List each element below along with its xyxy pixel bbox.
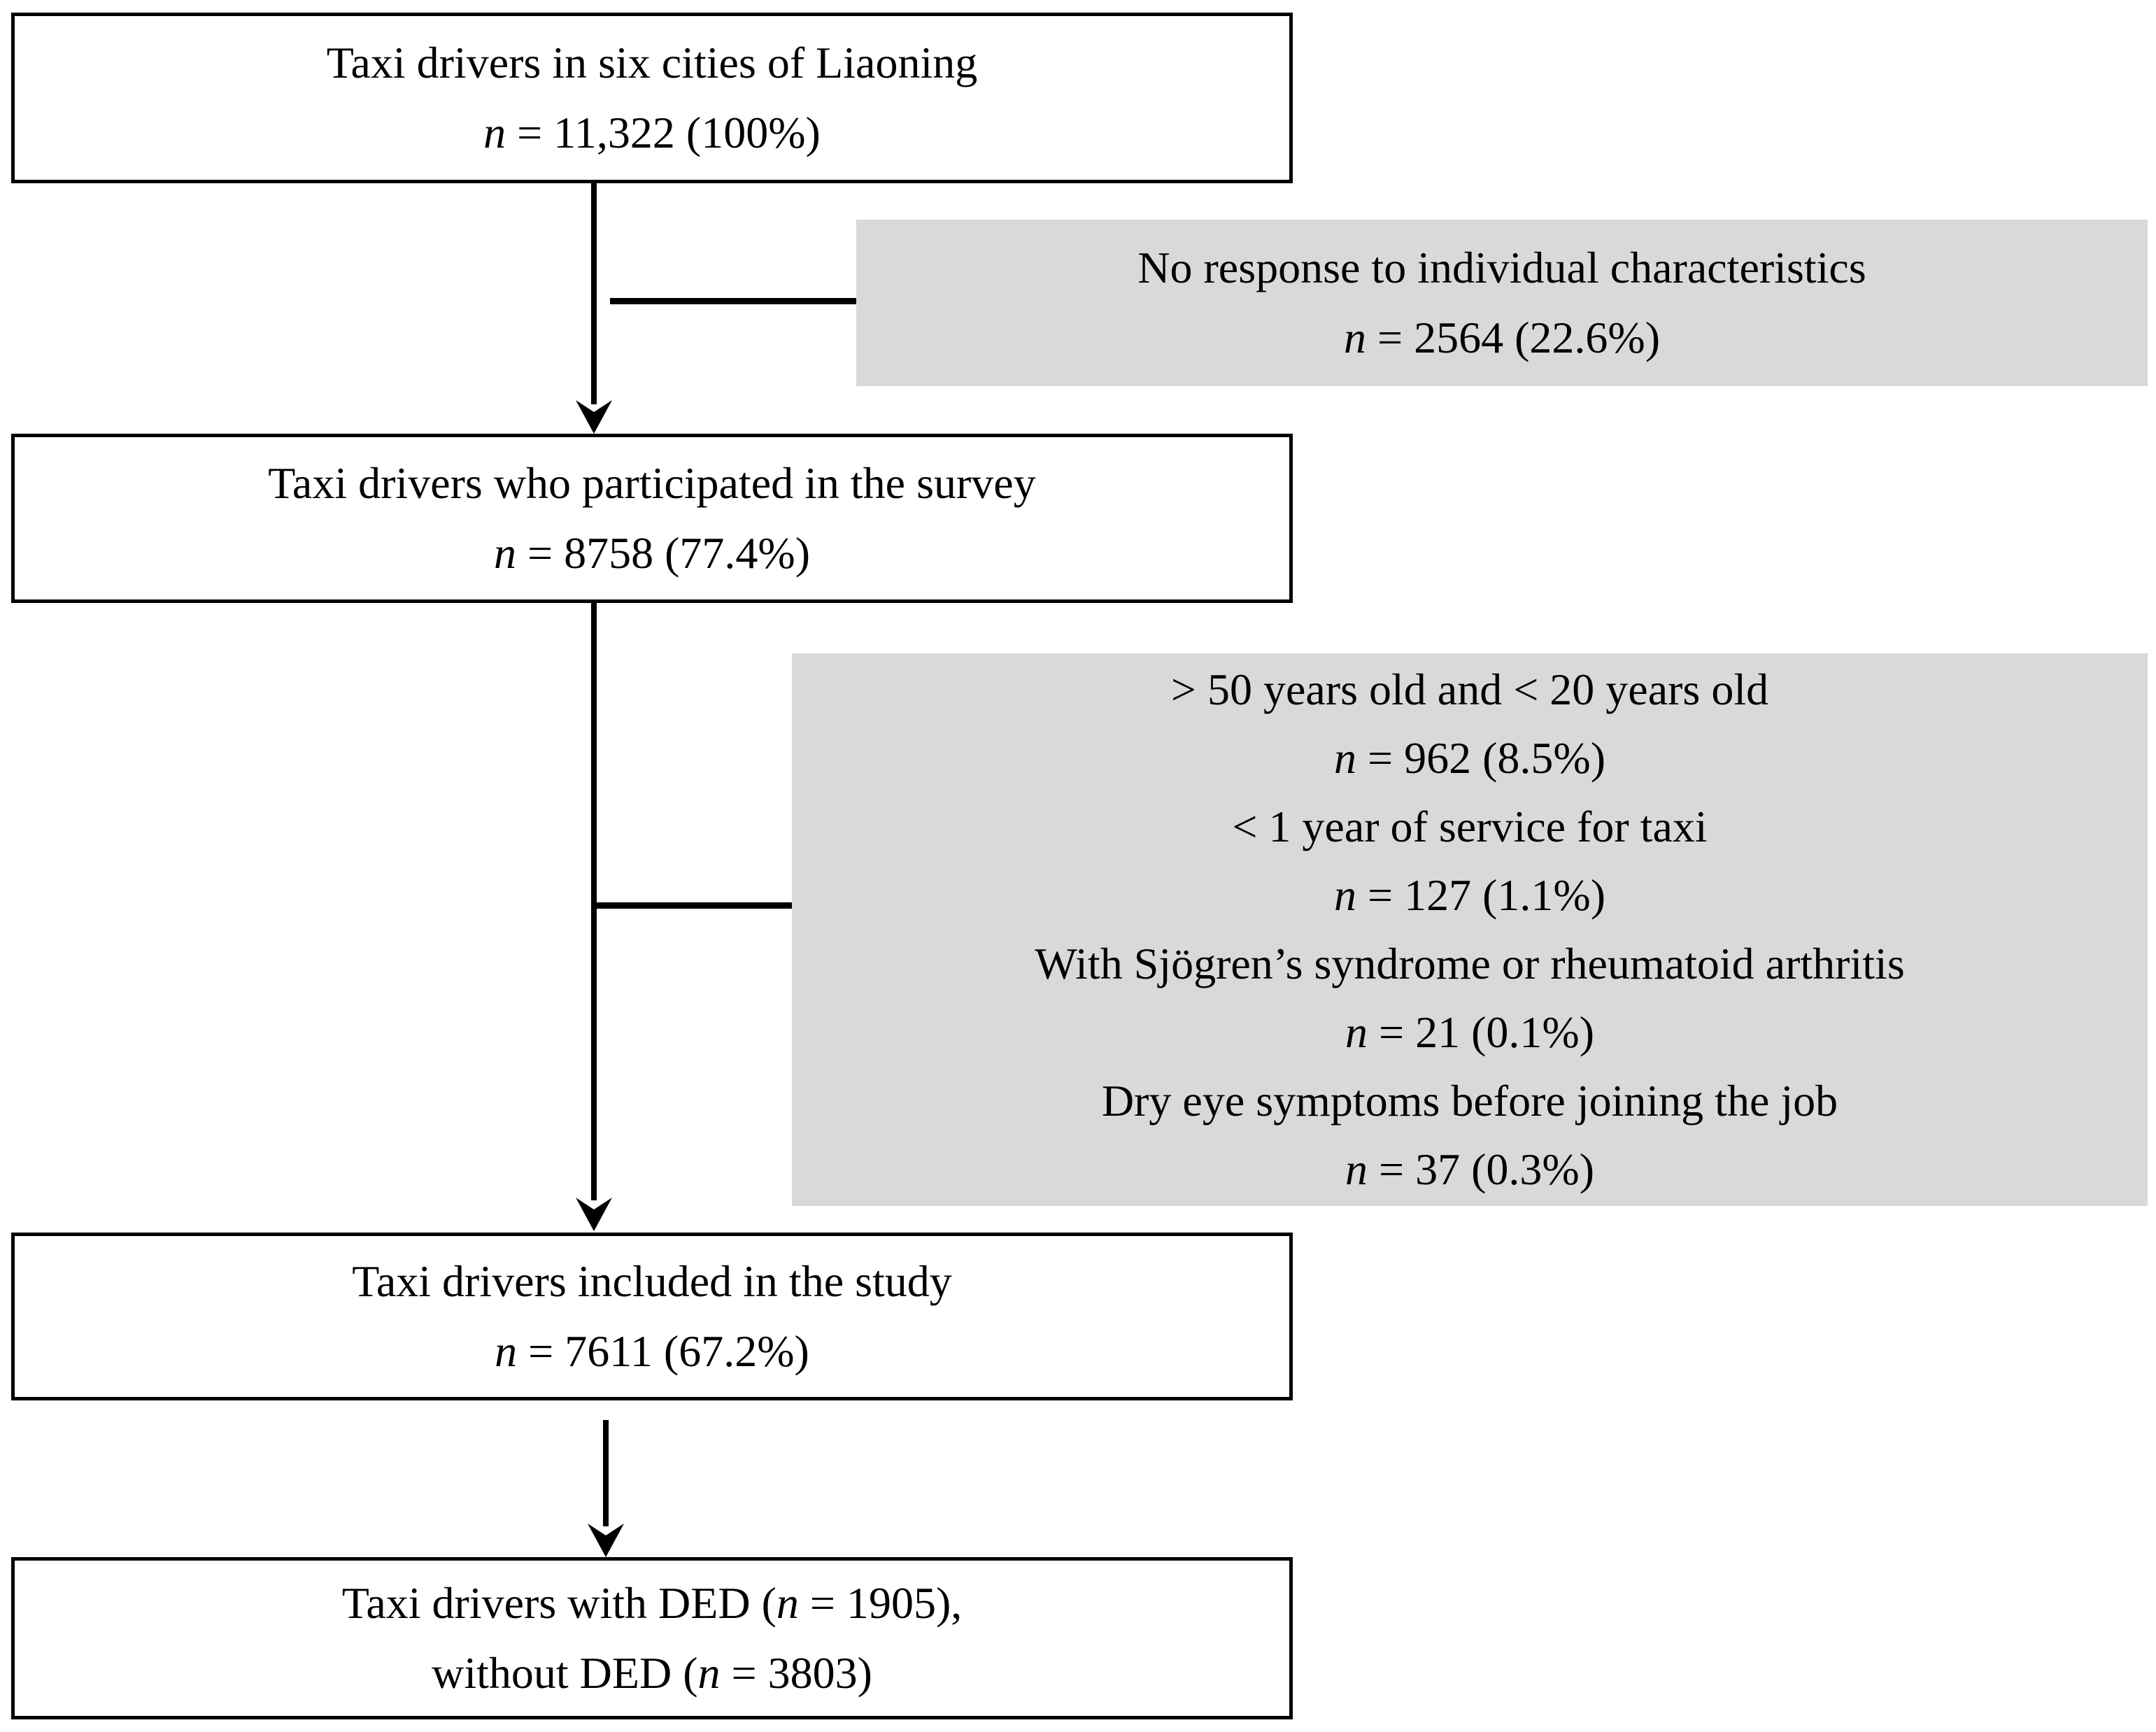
branch-line-to-exclusion-no-response <box>610 298 856 304</box>
outcome-text-pre: Taxi drivers with DED ( <box>341 1578 776 1628</box>
box-outcome-ded: Taxi drivers with DED (n = 1905), withou… <box>11 1557 1293 1719</box>
exclusion-count-line: n = 962 (8.5%) <box>1334 724 1605 793</box>
box-included-study: Taxi drivers included in the study n = 7… <box>11 1233 1293 1400</box>
n-symbol: n <box>697 1648 721 1698</box>
exclusion-box-no-response: No response to individual characteristic… <box>856 220 2148 386</box>
exclusion-reason-line: Dry eye symptoms before joining the job <box>1102 1067 1838 1135</box>
n-symbol: n <box>1345 1007 1368 1057</box>
arrow-included-to-outcome-shaft <box>603 1420 609 1526</box>
box-count-line: n = 11,322 (100%) <box>483 98 821 168</box>
outcome-text-post: = 1905), <box>798 1578 963 1628</box>
box-title-line: Taxi drivers in six cities of Liaoning <box>327 28 977 98</box>
box-count-text: = 11,322 (100%) <box>506 108 821 157</box>
box-outcome-line-2: without DED (n = 3803) <box>432 1638 872 1708</box>
box-count-line: n = 7611 (67.2%) <box>495 1316 809 1386</box>
exclusion-count-line: n = 2564 (22.6%) <box>1344 303 1660 373</box>
exclusion-box-criteria: > 50 years old and < 20 years old n = 96… <box>792 653 2148 1206</box>
exclusion-count-line: n = 127 (1.1%) <box>1334 861 1605 930</box>
n-symbol: n <box>483 108 506 157</box>
box-count-line: n = 8758 (77.4%) <box>494 518 810 588</box>
n-symbol: n <box>1333 870 1356 920</box>
n-symbol: n <box>1345 1144 1368 1194</box>
outcome-text-post: = 3803) <box>720 1648 872 1698</box>
box-total-population: Taxi drivers in six cities of Liaoning n… <box>11 13 1293 183</box>
arrowhead-down-icon <box>576 400 612 434</box>
exclusion-reason-text: With Sjögren’s syndrome or rheumatoid ar… <box>1035 939 1905 988</box>
n-symbol: n <box>493 528 516 578</box>
exclusion-count-text: = 37 (0.3%) <box>1367 1144 1595 1194</box>
exclusion-count-text: = 962 (8.5%) <box>1356 733 1606 783</box>
box-outcome-line-1: Taxi drivers with DED (n = 1905), <box>342 1568 963 1638</box>
box-count-text: = 8758 (77.4%) <box>516 528 811 578</box>
box-participated-survey: Taxi drivers who participated in the sur… <box>11 434 1293 603</box>
n-symbol: n <box>776 1578 799 1628</box>
exclusion-count-line: n = 37 (0.3%) <box>1345 1135 1594 1204</box>
box-title-text: Taxi drivers in six cities of Liaoning <box>326 38 978 87</box>
exclusion-count-text: = 2564 (22.6%) <box>1366 313 1661 362</box>
arrowhead-down-icon <box>576 1198 612 1231</box>
box-title-line: Taxi drivers included in the study <box>352 1247 952 1316</box>
exclusion-reason-line: < 1 year of service for taxi <box>1232 793 1707 861</box>
arrowhead-down-icon <box>588 1524 624 1557</box>
exclusion-count-text: = 21 (0.1%) <box>1367 1007 1595 1057</box>
arrow-survey-to-included-shaft <box>591 603 597 1200</box>
n-symbol: n <box>495 1326 518 1376</box>
exclusion-count-text: = 127 (1.1%) <box>1356 870 1606 920</box>
exclusion-reason-line: > 50 years old and < 20 years old <box>1171 655 1768 724</box>
box-title-text: Taxi drivers who participated in the sur… <box>268 458 1036 508</box>
box-count-text: = 7611 (67.2%) <box>517 1326 809 1376</box>
exclusion-reason-line: With Sjögren’s syndrome or rheumatoid ar… <box>1035 930 1904 998</box>
n-symbol: n <box>1333 733 1356 783</box>
exclusion-reason-text: No response to individual characteristic… <box>1137 243 1866 292</box>
exclusion-reason-line: No response to individual characteristic… <box>1137 233 1866 303</box>
arrow-total-to-survey-shaft <box>591 182 597 404</box>
n-symbol: n <box>1343 313 1366 362</box>
outcome-text-pre: without DED ( <box>432 1648 698 1698</box>
box-title-line: Taxi drivers who participated in the sur… <box>268 448 1035 518</box>
exclusion-reason-text: Dry eye symptoms before joining the job <box>1101 1076 1838 1126</box>
exclusion-count-line: n = 21 (0.1%) <box>1345 998 1594 1067</box>
exclusion-reason-text: > 50 years old and < 20 years old <box>1170 665 1769 714</box>
exclusion-reason-text: < 1 year of service for taxi <box>1232 802 1708 851</box>
box-title-text: Taxi drivers included in the study <box>352 1256 952 1306</box>
branch-line-to-exclusion-criteria <box>594 902 792 909</box>
